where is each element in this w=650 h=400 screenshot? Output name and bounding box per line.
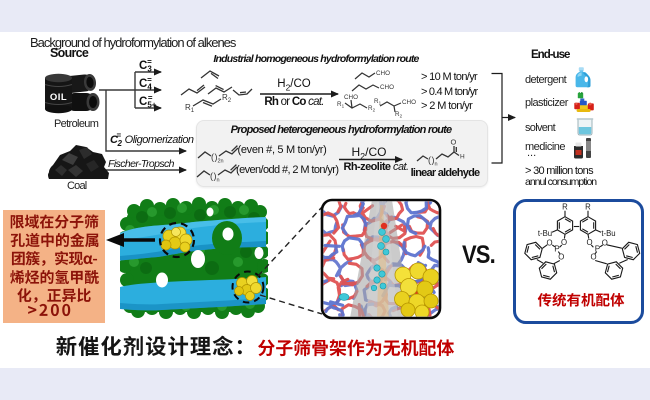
svg-text:O: O — [590, 252, 596, 261]
svg-text:CHO: CHO — [344, 94, 358, 101]
svg-text:R1: R1 — [337, 101, 345, 109]
svg-text:R1: R1 — [185, 103, 195, 114]
svg-text:R2: R2 — [222, 93, 232, 104]
svg-text:R: R — [585, 203, 591, 212]
svg-text:P: P — [554, 244, 560, 253]
svg-text:R2: R2 — [395, 111, 403, 119]
svg-text:O: O — [451, 138, 457, 147]
svg-text:): ) — [214, 171, 217, 181]
svg-text:): ) — [215, 152, 218, 162]
svg-text:O: O — [602, 238, 608, 247]
svg-text:(: ( — [211, 152, 214, 162]
svg-text:CHO: CHO — [376, 70, 390, 77]
svg-text:(: ( — [210, 171, 213, 181]
svg-text:n: n — [435, 162, 438, 168]
svg-text:R2: R2 — [368, 105, 376, 113]
svg-text:R: R — [562, 203, 568, 212]
svg-text:t-Bu: t-Bu — [538, 229, 552, 238]
svg-text:C5+=: C5+= — [139, 94, 157, 110]
svg-text:O: O — [558, 252, 564, 261]
svg-text:O: O — [586, 238, 592, 247]
svg-text:O: O — [561, 238, 567, 247]
svg-text:OIL: OIL — [50, 92, 67, 103]
svg-text:C3=: C3= — [139, 58, 152, 74]
svg-text:R1: R1 — [374, 98, 382, 106]
svg-text:(: ( — [428, 155, 431, 165]
svg-text:2n: 2n — [218, 159, 224, 165]
svg-text:CHO: CHO — [380, 84, 394, 91]
svg-text:C4=: C4= — [139, 76, 152, 92]
svg-text:): ) — [432, 155, 435, 165]
svg-text:t-Bu: t-Bu — [601, 229, 615, 238]
svg-text:CHO: CHO — [402, 99, 416, 106]
svg-text:P: P — [595, 244, 601, 253]
svg-text:n: n — [217, 178, 220, 184]
svg-text:H: H — [460, 154, 465, 161]
svg-text:O: O — [546, 238, 552, 247]
